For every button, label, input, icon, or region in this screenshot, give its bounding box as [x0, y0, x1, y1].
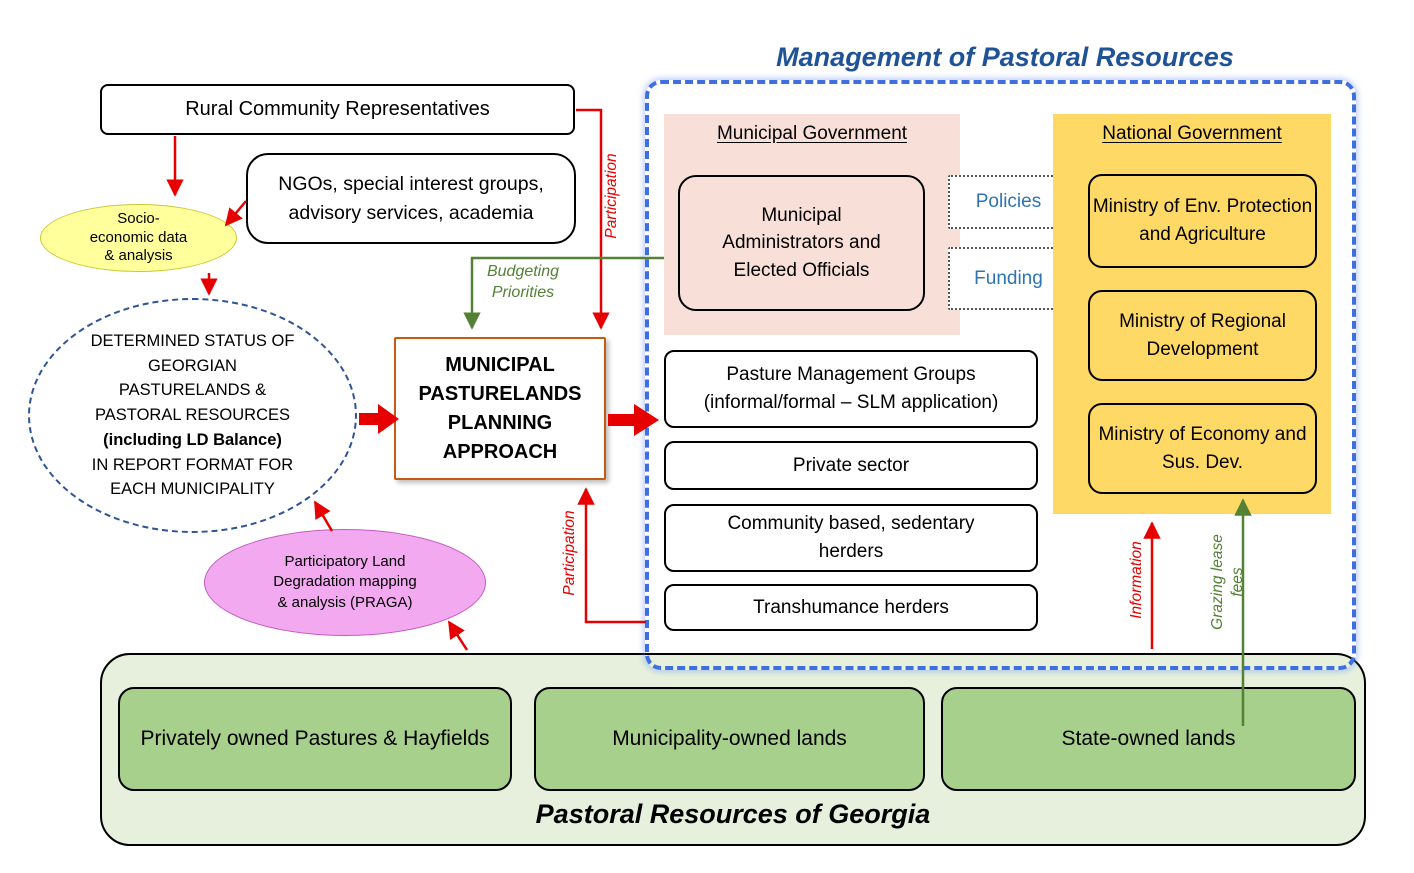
determined-line-ld-balance: (including LD Balance) — [103, 430, 282, 449]
admins-line: Municipal — [761, 204, 842, 226]
rural-community-representatives-label: Rural Community Representatives — [185, 98, 490, 120]
community-herders-box: Community based, sedentary herders — [664, 504, 1038, 572]
praga-line: & analysis (PRAGA) — [277, 593, 413, 611]
planning-line: MUNICIPAL — [445, 353, 555, 376]
ngos-box: NGOs, special interest groups, advisory … — [246, 153, 576, 244]
municipal-pasturelands-planning-box: MUNICIPAL PASTURELANDS PLANNING APPROACH — [394, 337, 606, 480]
socio-line: economic data — [89, 228, 188, 246]
ngos-label: NGOs, special interest groups, advisory … — [278, 173, 544, 224]
transhumance-herders-box: Transhumance herders — [664, 584, 1038, 631]
socio-economic-data-ellipse: Socio- economic data & analysis — [40, 204, 237, 272]
ministry-env-protection-label: Ministry of Env. Protection and Agricult… — [1092, 196, 1313, 245]
municipality-owned-lands-label: Municipality-owned lands — [612, 726, 847, 750]
budgeting-priorities-label: Budgeting Priorities — [486, 263, 560, 301]
municipal-government-header: Municipal Government — [716, 123, 908, 144]
determined-line: IN REPORT FORMAT FOR — [91, 455, 294, 474]
ministry-economy-label: Ministry of Economy and Sus. Dev. — [1098, 423, 1307, 473]
transhumance-herders-label: Transhumance herders — [753, 596, 949, 618]
pasture-management-groups-box: Pasture Management Groups (informal/form… — [664, 350, 1038, 428]
funding-label: Funding — [974, 267, 1043, 289]
policies-label: Policies — [975, 191, 1042, 213]
grazing-line: fees — [1229, 567, 1246, 597]
participation-top-label: Participation — [602, 153, 620, 239]
grazing-lease-fees-label: Grazing lease fees — [1208, 534, 1248, 630]
arrow-ngos-to-socio — [224, 200, 247, 227]
admins-line: Elected Officials — [733, 259, 870, 281]
socio-line: & analysis — [104, 247, 173, 265]
state-owned-lands-box: State-owned lands — [941, 687, 1356, 791]
grazing-line: Grazing lease — [1208, 534, 1226, 630]
determined-line: PASTORAL RESOURCES — [95, 406, 290, 425]
praga-line: Participatory Land — [284, 553, 406, 571]
ministry-regional-development-label: Ministry of Regional Development — [1119, 310, 1286, 360]
determined-line: DETERMINED STATUS OF — [90, 331, 295, 350]
pasture-management-groups-label: Pasture Management Groups (informal/form… — [703, 364, 999, 413]
ministry-economy-box: Ministry of Economy and Sus. Dev. — [1088, 403, 1317, 494]
privately-owned-pastures-label: Privately owned Pastures & Hayfields — [140, 726, 490, 750]
management-dashed-container — [645, 80, 1356, 670]
praga-line: Degradation mapping — [273, 573, 417, 591]
national-government-header: National Government — [1102, 123, 1282, 144]
planning-line: PLANNING — [447, 411, 553, 434]
rural-community-representatives-box: Rural Community Representatives — [100, 84, 575, 135]
community-herders-label: Community based, sedentary herders — [727, 513, 975, 562]
municipal-administrators-box: Municipal Administrators and Elected Off… — [678, 175, 925, 311]
thick-arrow-determined-to-planning — [359, 404, 399, 434]
participation-bottom-label: Participation — [560, 510, 578, 596]
information-label: Information — [1127, 541, 1145, 619]
arrow-participation-bottom — [577, 487, 646, 624]
arrow-participation-top — [576, 108, 610, 330]
socio-line: Socio- — [117, 209, 160, 227]
policies-box: Policies — [948, 175, 1069, 229]
admins-line: Administrators and — [722, 232, 881, 254]
diagram-title: Management of Pastoral Resources — [776, 42, 1234, 72]
state-owned-lands-label: State-owned lands — [1061, 726, 1236, 750]
pastoral-resources-title: Pastoral Resources of Georgia — [535, 799, 931, 829]
ministry-env-protection-box: Ministry of Env. Protection and Agricult… — [1088, 174, 1317, 268]
planning-line: APPROACH — [442, 440, 558, 463]
determined-line: GEORGIAN — [148, 356, 237, 375]
privately-owned-pastures-box: Privately owned Pastures & Hayfields — [118, 687, 512, 791]
municipality-owned-lands-box: Municipality-owned lands — [534, 687, 925, 791]
arrow-pastoral-to-praga — [447, 620, 469, 651]
determined-line: EACH MUNICIPALITY — [110, 480, 275, 499]
private-sector-label: Private sector — [792, 454, 910, 476]
arrow-praga-to-determined — [313, 500, 334, 532]
determined-status-ellipse: DETERMINED STATUS OF GEORGIAN PASTURELAN… — [28, 298, 357, 533]
determined-line: PASTURELANDS & — [118, 381, 267, 400]
planning-line: PASTURELANDS — [418, 382, 582, 405]
ministry-regional-development-box: Ministry of Regional Development — [1088, 290, 1317, 381]
praga-mapping-ellipse: Participatory Land Degradation mapping &… — [204, 529, 486, 636]
funding-box: Funding — [948, 247, 1069, 310]
private-sector-box: Private sector — [664, 441, 1038, 490]
